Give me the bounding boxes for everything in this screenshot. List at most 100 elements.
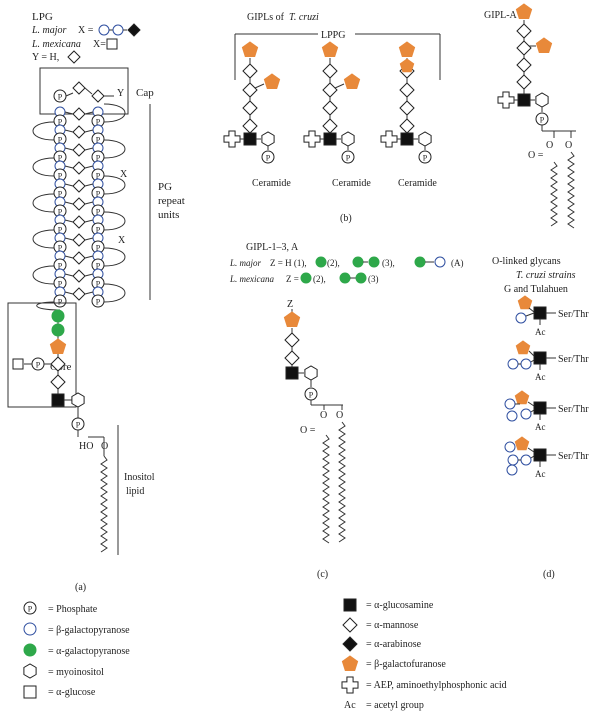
a-mannose-icon — [242, 100, 258, 116]
panel-a: LPG L. major X = L. mexicana X= Y = H, C… — [7, 11, 185, 593]
phosphate-icon — [341, 150, 355, 164]
a-glucosamine-icon — [533, 351, 547, 365]
caption-d: (d) — [543, 569, 555, 580]
a-mannose-icon — [322, 82, 338, 98]
c-lipid-chain-1 — [322, 434, 330, 544]
c-major-eq: Z = H (1), — [270, 258, 307, 268]
legend-phosphate: = Phosphate — [48, 604, 98, 615]
c-lbl-2b: (2), — [313, 274, 326, 284]
pg-label-line2: repeat — [158, 195, 185, 207]
lpg-mexicana-label: L. mexicana — [31, 39, 81, 50]
ac-label: Ac — [535, 469, 546, 479]
bond-line — [64, 273, 74, 277]
a-galactopyranose-icon — [339, 272, 351, 284]
c-major-label: L. major — [229, 258, 262, 268]
caption-c: (c) — [317, 569, 328, 580]
lpg-x-definitions — [67, 23, 141, 64]
lppg-label: LPPG — [321, 30, 345, 41]
aep-icon — [303, 130, 321, 148]
phosphate-letter: P — [58, 298, 63, 307]
c-lbl-a: (A) — [451, 258, 464, 268]
a-mannose-icon — [72, 251, 86, 265]
bond-line — [84, 237, 94, 241]
o-label-a: O — [101, 441, 108, 452]
legend-a-glucose: = α-glucose — [48, 687, 96, 698]
b-galactofuranose-icon — [341, 655, 359, 671]
a-mannose-icon — [516, 40, 532, 56]
bond-line — [528, 307, 535, 313]
d-lipid-chain-1 — [550, 161, 558, 227]
a-galactopyranose-icon — [51, 309, 65, 323]
phosphate-letter: P — [58, 154, 63, 163]
a-mannose-icon — [72, 269, 86, 283]
gipl-a-label: GIPL-A — [484, 10, 518, 21]
d-lipid-chain-2 — [567, 151, 575, 229]
legend-a-arabinose: = α-arabinose — [366, 639, 422, 650]
ac-label: Ac — [535, 327, 546, 337]
b-galactopyranose-icon — [520, 408, 532, 420]
a-galactopyranose-icon — [300, 272, 312, 284]
phosphate-letter: P — [58, 208, 63, 217]
bond-line — [64, 255, 74, 259]
a-mannose-icon — [72, 143, 86, 157]
b-galactopyranose-icon — [506, 464, 518, 476]
bond-line — [525, 312, 535, 317]
ceramide-1: Ceramide — [252, 178, 291, 189]
phosphate-letter: P — [96, 154, 101, 163]
phosphate-letter: P — [58, 226, 63, 235]
gipls-title: GIPLs of — [247, 12, 285, 23]
a-mannose-icon — [72, 107, 86, 121]
panel-d: GIPL-A P O O O = O-linked glycans T. cru… — [484, 3, 589, 580]
b-galactofuranose-icon — [283, 311, 301, 327]
phosphate-icon — [91, 294, 105, 308]
a-glucose-icon — [12, 358, 24, 370]
aep-icon — [341, 676, 359, 694]
lpg-y-line: Y = H, — [32, 52, 59, 63]
a-glucose-icon — [106, 38, 118, 50]
phosphate-letter: P — [346, 154, 351, 163]
bond-line — [84, 111, 94, 115]
phosphate-letter: P — [96, 136, 101, 145]
phosphate-letter: P — [96, 298, 101, 307]
b-galactopyranose-icon — [520, 454, 532, 466]
repeat-loop-left — [32, 157, 55, 177]
phosphate-letter: P — [58, 190, 63, 199]
phosphate-letter: P — [96, 280, 101, 289]
x-label-2: X — [118, 235, 126, 246]
a-mannose-icon — [516, 74, 532, 90]
a-glucosamine-icon — [533, 306, 547, 320]
phosphate-letter: P — [96, 118, 101, 127]
b-galactofuranose-icon — [343, 73, 361, 89]
phosphate-letter: P — [58, 262, 63, 271]
c-z-label: Z — [287, 299, 293, 310]
a-glucosamine-icon — [343, 598, 357, 612]
gipl-a-structure: P — [497, 3, 576, 229]
bond-line — [84, 291, 94, 295]
o-linked-title: O-linked glycans — [492, 256, 561, 267]
d-o-eq: O = — [528, 150, 544, 161]
strains-label: T. cruzi strains — [516, 270, 576, 281]
a-mannose-icon — [322, 63, 338, 79]
bond-line — [84, 129, 94, 133]
phosphate-letter: P — [96, 172, 101, 181]
a-mannose-icon — [322, 118, 338, 134]
phosphate-letter: P — [28, 605, 33, 614]
phosphate-letter: P — [96, 244, 101, 253]
b-galactofuranose-icon — [321, 41, 339, 57]
a-mannose-icon — [72, 287, 86, 301]
a-glucosamine-icon — [400, 132, 414, 146]
b-galactofuranose-icon — [49, 338, 67, 354]
c-lipid-chain-2 — [338, 421, 346, 543]
phosphate-letter: P — [309, 391, 314, 400]
a-mannose-icon — [72, 233, 86, 247]
phosphate-letter: P — [540, 116, 545, 125]
c-mexicana-eq: Z = — [286, 274, 299, 284]
phosphate-letter: P — [36, 361, 41, 370]
a-mannose-icon — [399, 118, 415, 134]
repeat-loop-right — [103, 175, 126, 195]
c-lbl-3: (3), — [382, 258, 395, 268]
c-o-eq: O = — [300, 425, 316, 436]
a-mannose-icon — [91, 89, 105, 103]
